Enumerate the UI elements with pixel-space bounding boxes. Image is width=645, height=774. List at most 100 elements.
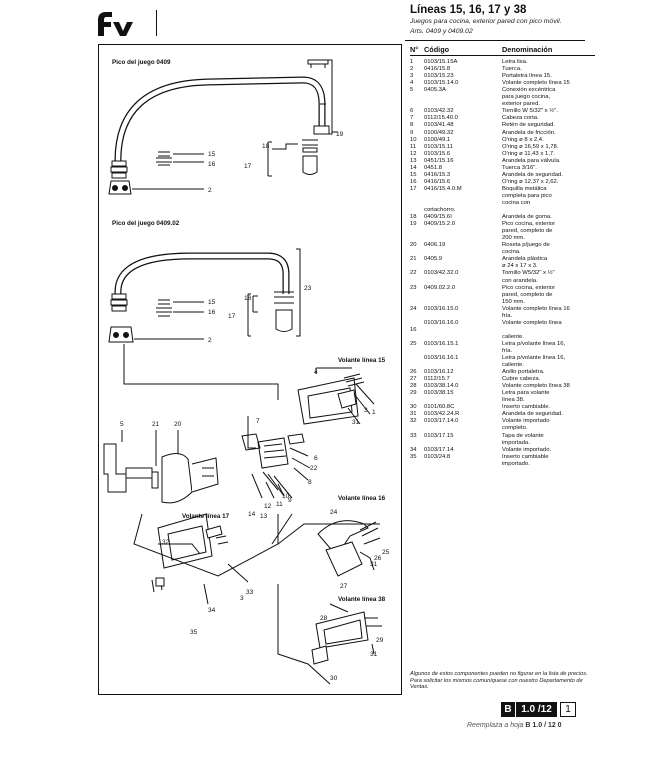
part-name: pared, completo de xyxy=(502,291,553,298)
part-code: 0103/16.12 xyxy=(424,369,454,376)
part-code xyxy=(424,292,502,299)
callout-29: 29 xyxy=(376,637,384,644)
parts-row: importada. xyxy=(410,440,595,447)
parts-row: con arandela. xyxy=(410,278,595,285)
part-code xyxy=(424,94,502,101)
part-code: 0103/15.11 xyxy=(424,143,454,150)
callout-15: 15 xyxy=(208,151,216,158)
part-name: cocina con xyxy=(502,199,531,206)
parts-row: línea 38. xyxy=(410,397,595,404)
part-code: 0101/60.8C xyxy=(424,404,455,411)
part-name: Boquilla metálica xyxy=(502,185,547,192)
part-name: Tornillo W 5/32" x ½". xyxy=(502,108,558,115)
part-number: 13 xyxy=(410,157,417,164)
page-articles: Arts. 0409 y 0409.02 xyxy=(410,28,473,35)
part-number xyxy=(410,362,424,369)
part-code xyxy=(424,299,502,306)
label-volante-38: Volante línea 38 xyxy=(338,596,386,603)
part-number: 26 xyxy=(410,369,417,376)
part-number: 16 xyxy=(410,178,417,185)
part-code: 0409/15.2.0 xyxy=(424,221,456,228)
callout-3b: 3 xyxy=(240,595,244,602)
part-name: Letra para volante xyxy=(502,390,550,397)
part-name: Tuerca 3/16". xyxy=(502,164,537,171)
part-name: O'ring ø 8 x 2,4. xyxy=(502,136,544,143)
part-number: 2 xyxy=(410,66,414,73)
part-name: Conexión excéntrica xyxy=(502,87,556,94)
part-number: 10 xyxy=(410,136,417,143)
part-code: 0103/42.32.0 xyxy=(424,270,459,277)
part-code xyxy=(424,425,502,432)
callout-13: 13 xyxy=(260,513,268,520)
part-name: pared, completo de xyxy=(502,228,553,235)
part-name: Retén de seguridad. xyxy=(502,122,556,129)
part-name: Volante importado. xyxy=(502,446,552,453)
label-volante-17: Volante línea 17 xyxy=(182,513,230,520)
part-number xyxy=(410,200,424,207)
part-code: 0103/24.8 xyxy=(424,453,451,460)
callout-31c: 31 xyxy=(370,651,378,658)
part-number: 4 xyxy=(410,80,414,87)
part-code: 0103/38.14.0 xyxy=(424,383,459,390)
part-number: 1 xyxy=(410,59,414,66)
part-number: 31 xyxy=(410,411,417,418)
part-code: 0103/16.15.0 xyxy=(424,305,459,312)
callout-24: 24 xyxy=(330,509,338,516)
part-number xyxy=(410,278,424,285)
part-name: caliente. xyxy=(502,362,524,369)
part-name: Inserto cambiable xyxy=(502,453,549,460)
callout-31: 31 xyxy=(352,419,360,426)
part-code: 0409/15.6I xyxy=(424,214,452,221)
callout-3: 3 xyxy=(364,407,368,414)
part-number xyxy=(410,313,424,320)
part-number: 28 xyxy=(410,383,417,390)
callout-25: 25 xyxy=(382,549,390,556)
part-name: Tornillo W5/32" x ½" xyxy=(502,270,555,277)
part-number: 30 xyxy=(410,404,417,411)
part-name: Volante importado xyxy=(502,418,550,425)
part-number: 29 xyxy=(410,390,417,397)
callout-2: 2 xyxy=(208,187,212,194)
part-code xyxy=(424,397,502,404)
col-code-header: Código xyxy=(424,45,450,54)
callout-10: 10 xyxy=(282,493,290,500)
part-code xyxy=(424,200,502,207)
parts-row: importado. xyxy=(410,461,595,468)
part-number xyxy=(410,193,424,200)
parts-row: 16 xyxy=(410,327,595,334)
part-number xyxy=(410,207,424,214)
header-divider xyxy=(156,10,157,36)
part-name: Roseta p/juego de xyxy=(502,242,550,249)
part-number xyxy=(410,101,424,108)
part-number: 32 xyxy=(410,418,417,425)
part-code xyxy=(424,263,502,270)
part-name: Volante completo línea 15 xyxy=(502,80,570,87)
part-number: 11 xyxy=(410,143,417,150)
part-name: Tapa de volante xyxy=(502,432,544,439)
callout-7: 7 xyxy=(256,418,260,425)
part-number: 35 xyxy=(410,453,417,460)
part-name: ø 24 x 17 x 3. xyxy=(502,263,538,270)
callout-4: 4 xyxy=(314,369,318,376)
part-number xyxy=(410,425,424,432)
part-code: 0416/15.8 xyxy=(424,66,451,73)
callout-22: 22 xyxy=(310,465,318,472)
part-code: 0112/15.40.0 xyxy=(424,115,458,122)
part-code: 0103/16.16.1 xyxy=(424,355,459,362)
part-number: 22 xyxy=(410,270,417,277)
part-number: 27 xyxy=(410,376,417,383)
callout-30: 30 xyxy=(330,675,338,682)
part-name: Portaletra línea 15. xyxy=(502,73,552,80)
